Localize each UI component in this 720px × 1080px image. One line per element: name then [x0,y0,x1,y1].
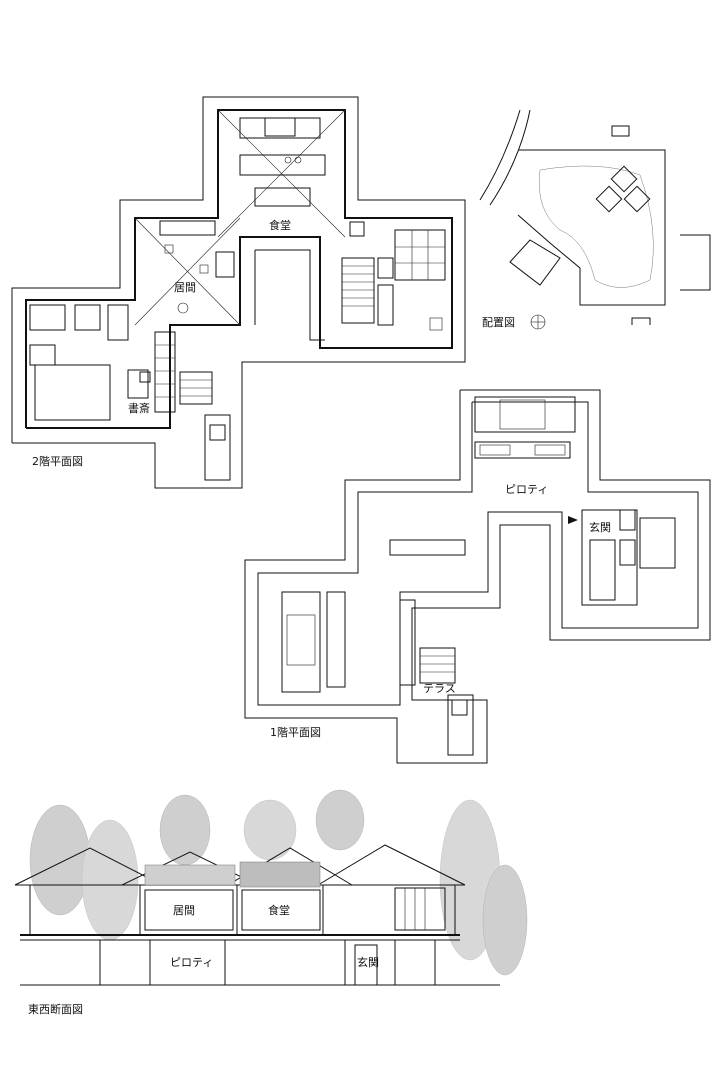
second-floor-plan: 食堂 居間 書斎 2階平面図 [11,96,466,489]
section-label-piloti: ピロティ [170,956,213,969]
caption-section: 東西断面図 [28,1002,83,1016]
east-west-section: 居間 食堂 ピロティ 玄関 東西断面図 [14,789,528,1016]
label-terrace: テラス [423,682,456,695]
section-label-entrance: 玄関 [357,955,379,969]
caption-1f-plan: 1階平面図 [270,725,321,739]
label-entrance: 玄関 [589,520,611,534]
label-living: 居間 [174,281,196,294]
section-label-living: 居間 [173,904,195,917]
section-label-dining: 食堂 [268,903,290,917]
first-floor-plan: ピロティ 玄関 テラス 1階平面図 [244,389,711,764]
label-piloti: ピロティ [505,483,548,496]
label-study: 書斎 [128,401,150,415]
site-plan: 配置図 [479,109,711,330]
caption-2f-plan: 2階平面図 [32,454,83,468]
label-dining: 食堂 [269,218,291,232]
label-site-plan: 配置図 [482,316,515,329]
